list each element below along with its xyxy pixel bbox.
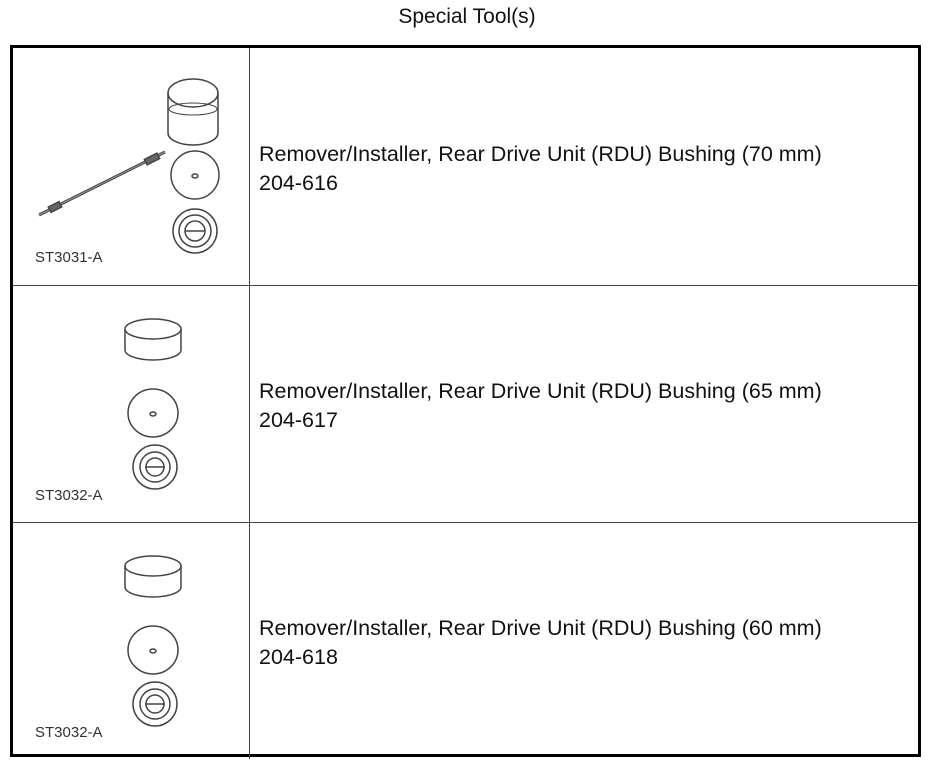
tool-number: 204-616 [259, 171, 338, 195]
bushing-tool-set-icon [124, 318, 182, 490]
tool-illustration: ST3032-A [13, 285, 250, 522]
tool-description: Remover/Installer, Rear Drive Unit (RDU)… [259, 614, 822, 672]
tool-name: Remover/Installer, Rear Drive Unit (RDU)… [259, 379, 822, 403]
table-row: ST3032-A Remover/Installer, Rear Drive U… [13, 522, 918, 759]
tool-illustration: ST3031-A [13, 48, 250, 285]
tool-number: 204-618 [259, 645, 338, 669]
page-title: Special Tool(s) [398, 5, 536, 28]
tool-name: Remover/Installer, Rear Drive Unit (RDU)… [259, 616, 822, 640]
tool-description: Remover/Installer, Rear Drive Unit (RDU)… [259, 377, 822, 435]
table-row: ST3031-A Remover/Installer, Rear Drive U… [13, 48, 918, 286]
tool-illustration: ST3032-A [13, 522, 250, 759]
special-tools-table: ST3031-A Remover/Installer, Rear Drive U… [10, 45, 921, 759]
figure-label: ST3032-A [35, 487, 103, 504]
bushing-tool-set-icon [124, 555, 182, 727]
figure-label: ST3031-A [35, 249, 103, 266]
table-row: ST3032-A Remover/Installer, Rear Drive U… [13, 285, 918, 523]
figure-label: ST3032-A [35, 724, 103, 741]
bushing-tool-set-with-rod-icon [38, 78, 220, 254]
tool-name: Remover/Installer, Rear Drive Unit (RDU)… [259, 142, 822, 166]
tool-number: 204-617 [259, 408, 338, 432]
tool-description: Remover/Installer, Rear Drive Unit (RDU)… [259, 140, 822, 198]
